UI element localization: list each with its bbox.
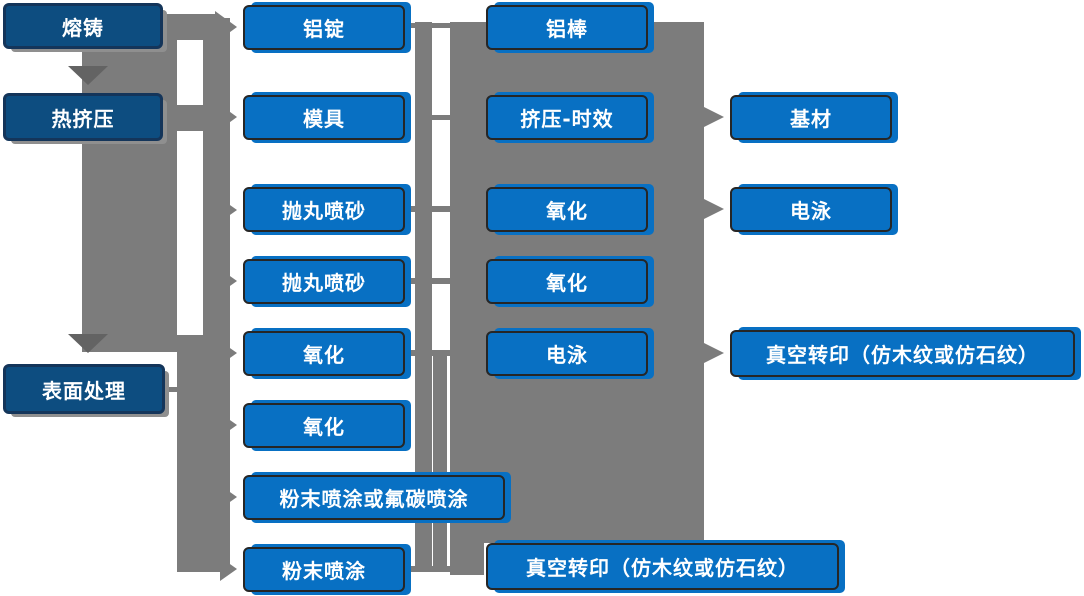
stub-row4 (404, 278, 450, 284)
connector-bottom-strip (450, 543, 484, 575)
connector-mid-band-1 (415, 22, 432, 572)
node-oxidation-4: 氧化 (486, 259, 648, 304)
arrowhead-to-powder-fluoro-icon (220, 485, 237, 509)
connector-left-band-2 (177, 335, 203, 572)
arrowhead-to-mold-icon (215, 101, 237, 133)
node-aluminum-ingot: 铝锭 (243, 5, 405, 50)
node-aluminum-rod: 铝棒 (486, 5, 648, 50)
arrowhead-to-vacuum-transfer2-icon (702, 342, 724, 364)
stub-row8 (404, 566, 450, 572)
arrowhead-to-electrophoresis2-icon (702, 198, 724, 220)
node-surface-treatment: 表面处理 (3, 364, 165, 414)
node-base-material: 基材 (730, 95, 892, 140)
node-oxidation-3: 氧化 (486, 187, 648, 232)
node-shot-blasting-sandblasting-1: 抛丸喷砂 (243, 187, 405, 232)
arrowhead-to-surface-treatment-icon (68, 334, 108, 353)
node-extrusion-aging: 挤压-时效 (486, 95, 648, 140)
stub-row5 (404, 350, 450, 356)
node-vacuum-transfer-printing-2: 真空转印（仿木纹或仿石纹） (730, 330, 1075, 377)
node-electrophoresis-2: 电泳 (730, 187, 892, 232)
node-oxidation-2: 氧化 (243, 403, 405, 448)
arrowhead-to-ingot-icon (215, 11, 237, 43)
node-hot-extrusion: 热挤压 (3, 93, 163, 141)
arrowhead-to-shotblast2-icon (220, 269, 237, 293)
arrowhead-to-hot-extrusion-icon (68, 66, 108, 85)
arrowhead-to-base-material-icon (702, 106, 724, 128)
node-powder-spraying: 粉末喷涂 (243, 547, 405, 592)
arrowhead-to-shotblast1-icon (220, 198, 237, 222)
node-melting-casting: 熔铸 (3, 3, 163, 49)
node-shot-blasting-sandblasting-2: 抛丸喷砂 (243, 259, 405, 304)
connector-mid-band-2 (433, 353, 447, 572)
stub-ingot-to-rod (405, 23, 450, 28)
node-mold: 模具 (243, 95, 405, 140)
stub-row3 (404, 206, 450, 212)
node-vacuum-transfer-printing-1: 真空转印（仿木纹或仿石纹） (486, 543, 839, 590)
arrowhead-to-oxidation1-icon (220, 341, 237, 365)
stub-row2-bridge (431, 115, 450, 120)
node-powder-or-fluorocarbon-spraying: 粉末喷涂或氟碳喷涂 (243, 475, 505, 520)
stub-surface-treatment (165, 387, 179, 392)
arrowhead-to-powder-icon (220, 557, 237, 581)
arrowhead-to-oxidation2-icon (220, 413, 237, 437)
node-oxidation-1: 氧化 (243, 331, 405, 376)
node-electrophoresis-1: 电泳 (486, 331, 648, 376)
